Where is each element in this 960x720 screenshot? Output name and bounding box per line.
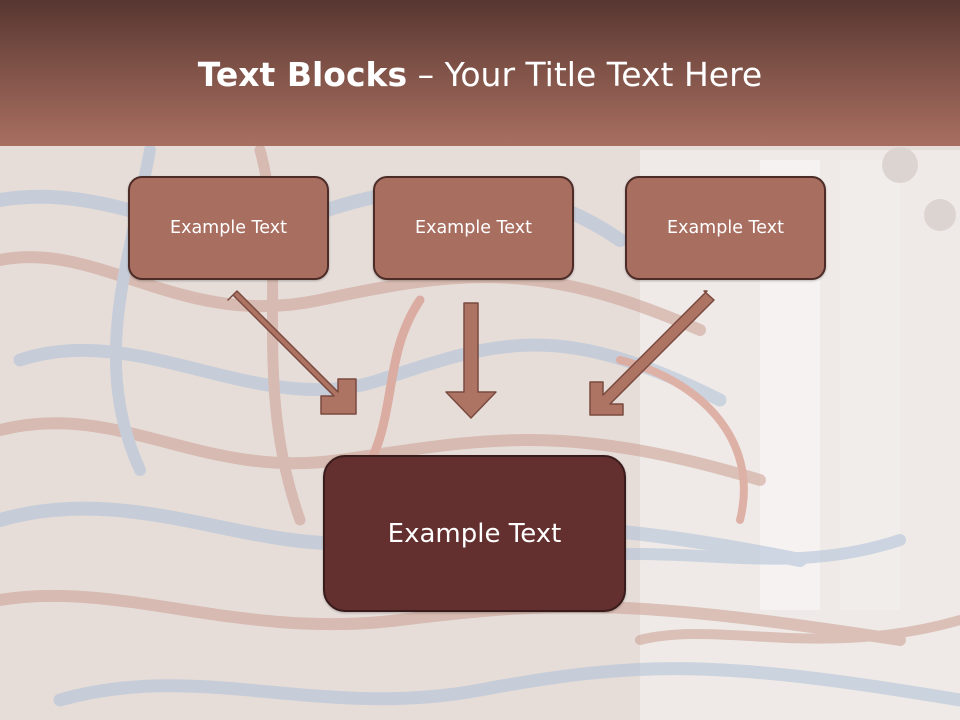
text-block-3-label: Example Text [667,218,784,238]
title-bar: Text Blocks – Your Title Text Here [0,0,960,146]
text-block-1-label: Example Text [170,218,287,238]
title-bold-part: Text Blocks [197,55,408,94]
text-block-3[interactable]: Example Text [625,176,826,280]
text-block-2-label: Example Text [415,218,532,238]
title-rest-part: – Your Title Text Here [407,55,763,94]
slide-title: Text Blocks – Your Title Text Here [0,50,960,100]
text-block-2[interactable]: Example Text [373,176,574,280]
text-block-1[interactable]: Example Text [128,176,329,280]
main-text-block-label: Example Text [387,518,562,549]
main-text-block[interactable]: Example Text [323,455,626,612]
